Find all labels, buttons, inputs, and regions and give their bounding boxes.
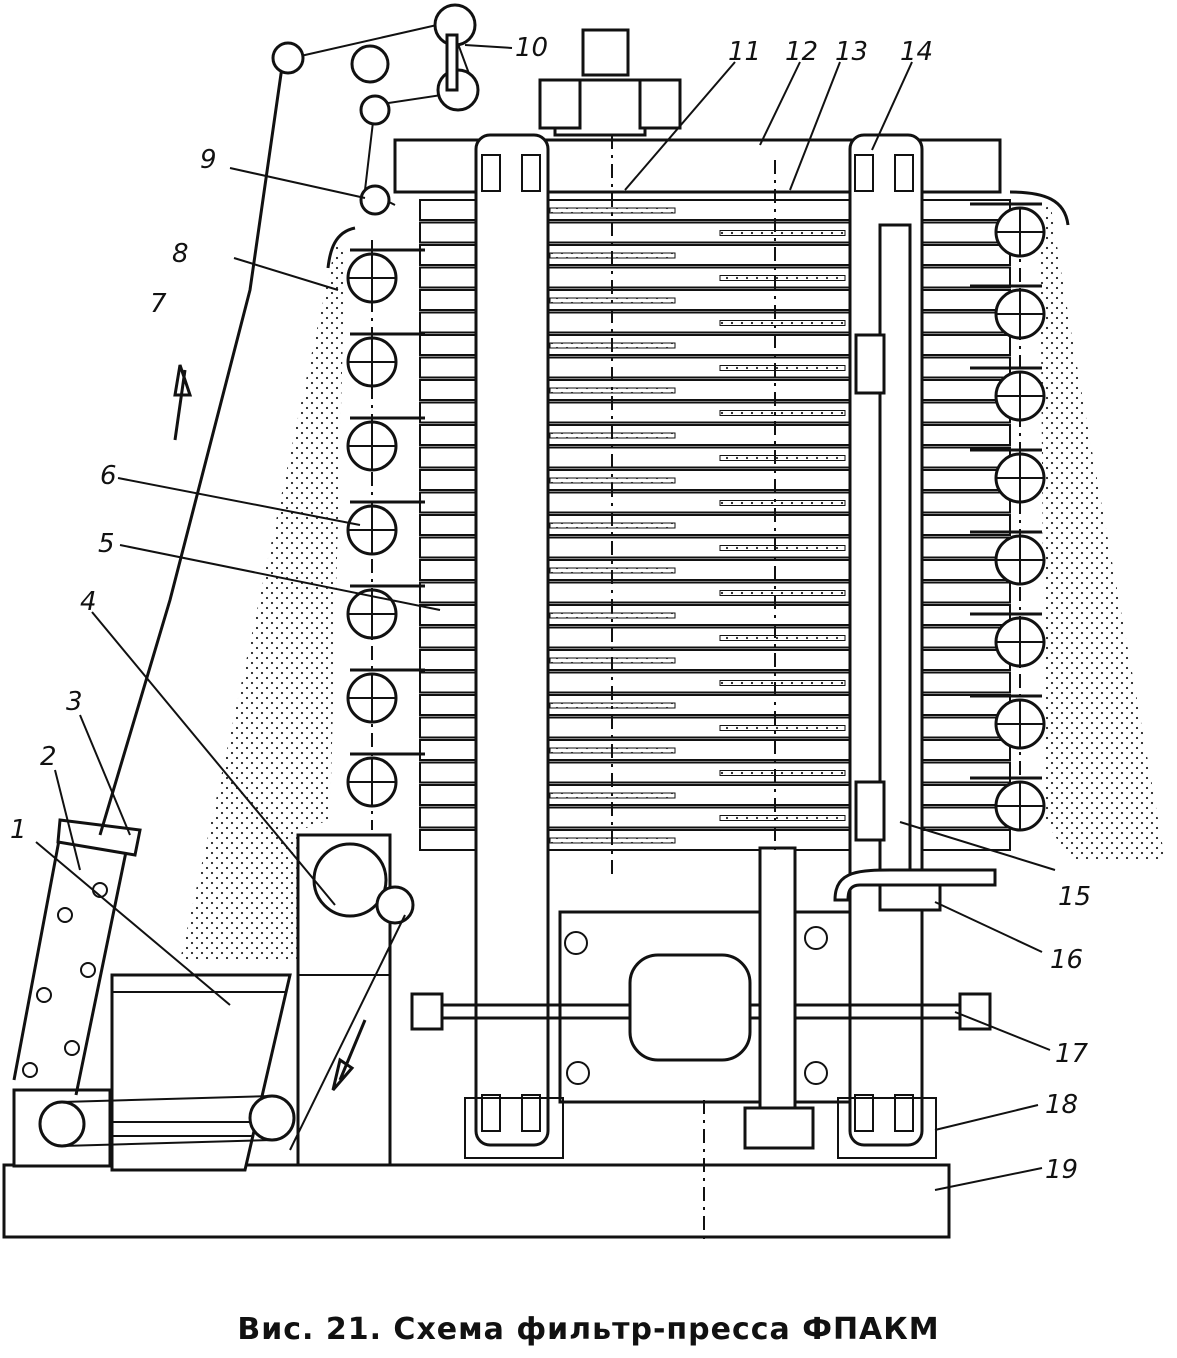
cloth-cake-layer (719, 500, 846, 506)
drive-roll (312, 842, 388, 918)
callout-16: 16 (1050, 945, 1083, 975)
callout-12: 12 (785, 37, 818, 67)
callout-15: 15 (1058, 882, 1091, 912)
figure-caption: Вис. 21. Схема фильтр-пресса ФПАКМ (237, 1312, 940, 1347)
hydraulic-cylinder (581, 28, 630, 77)
callout-9: 9 (200, 145, 217, 175)
cloth-cake-layer (719, 275, 846, 281)
cloth-cake-layer (719, 770, 846, 776)
cloth-cake-layer (719, 365, 846, 371)
right-discharge-arrow (1009, 190, 1070, 226)
left-cloth-rollers (346, 248, 425, 808)
cloth-cake-layer (549, 612, 676, 619)
callout-8: 8 (172, 239, 189, 269)
callout-14: 14 (900, 37, 933, 67)
right-cake-fall (1040, 200, 1165, 860)
idler-pulley (248, 1094, 296, 1142)
cloth-cake-layer (719, 410, 846, 416)
callout-3: 3 (66, 687, 83, 717)
callout-4: 4 (80, 587, 97, 617)
tension-roll (375, 885, 415, 925)
callout-7: 7 (150, 289, 167, 319)
cloth-cake-layer (719, 455, 846, 461)
wash-housing (296, 833, 392, 1167)
callout-labels: 1 2 3 4 5 6 7 8 9 10 11 12 13 14 15 16 1… (10, 33, 1091, 1185)
cloth-cake-layer (719, 590, 846, 596)
callout-5: 5 (98, 529, 115, 559)
cloth-cake-layer (719, 635, 846, 641)
belt-up-arrow (173, 364, 193, 441)
leader-lines (35, 44, 1056, 1191)
callout-6: 6 (100, 461, 117, 491)
cloth-cake-layer (719, 680, 846, 686)
cloth-cake-layer (719, 545, 846, 551)
callout-11: 11 (728, 37, 761, 67)
callout-17: 17 (1055, 1039, 1089, 1069)
belt-down-arrow (331, 1019, 367, 1091)
cloth-cake-layer (719, 815, 846, 821)
callout-13: 13 (835, 37, 868, 67)
filter-cloth-belt (98, 59, 285, 836)
gear-motor (628, 953, 752, 1062)
drive-pulley (38, 1100, 86, 1148)
base-plate (2, 1163, 951, 1239)
callout-18: 18 (1045, 1090, 1078, 1120)
left-cake-fall (180, 235, 345, 960)
conveyor-scrapers (22, 882, 108, 1078)
right-cloth-rollers (970, 202, 1046, 832)
cloth-cake-layer (719, 725, 846, 731)
cloth-cake-layer (719, 230, 846, 236)
left-discharge-arrow (326, 226, 356, 269)
callout-19: 19 (1045, 1155, 1078, 1185)
cloth-cake-layer (549, 477, 676, 484)
callout-1: 1 (10, 815, 27, 845)
callout-2: 2 (40, 742, 57, 772)
callout-10: 10 (515, 33, 548, 63)
left-column (474, 133, 550, 1147)
cloth-cake-layer (719, 320, 846, 326)
cloth-cake-layer (549, 207, 676, 214)
